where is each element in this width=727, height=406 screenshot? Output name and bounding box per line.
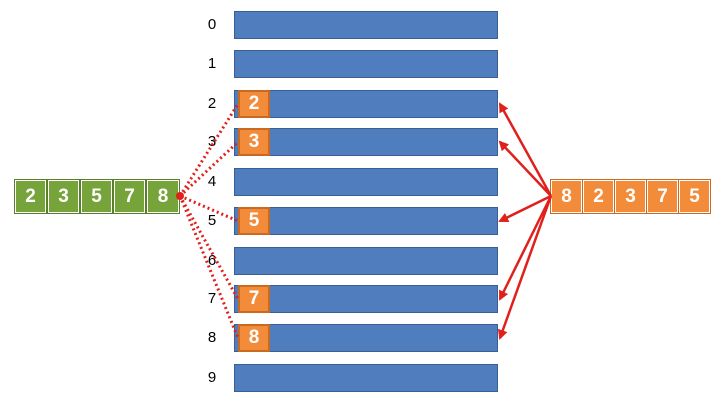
mapping-origin-dot [176, 192, 184, 200]
row-index-label: 2 [207, 95, 217, 112]
unsorted-array-cell: 7 [646, 179, 679, 214]
sorted-array-cell: 3 [47, 179, 80, 214]
table-row-bar [234, 207, 498, 235]
slot-key-3: 3 [238, 128, 270, 156]
sorted-array-cell: 7 [113, 179, 146, 214]
mapping-dotted-line [179, 194, 239, 223]
slot-key-8: 8 [238, 324, 270, 352]
slot-key-7: 7 [238, 285, 270, 313]
mapping-arrow [498, 194, 552, 223]
mapping-arrow [498, 102, 553, 197]
table-row-bar [234, 285, 498, 313]
mapping-dotted-line [178, 195, 240, 339]
row-index-label: 4 [207, 173, 217, 190]
mapping-arrow [498, 195, 553, 301]
table-row-bar [234, 128, 498, 156]
mapping-arrow [498, 140, 552, 197]
table-row-bar [234, 90, 498, 118]
mapping-arrow [497, 195, 553, 340]
mapping-dotted-line [178, 103, 240, 197]
table-row-bar [234, 11, 498, 39]
row-index-label: 0 [207, 16, 217, 33]
row-index-label: 7 [207, 290, 217, 307]
row-index-label: 6 [207, 252, 217, 269]
table-row-bar [234, 168, 498, 196]
table-row-bar [234, 247, 498, 275]
slot-key-2: 2 [238, 90, 270, 118]
mapping-dotted-line [178, 140, 240, 198]
unsorted-array-cell: 3 [614, 179, 647, 214]
row-index-label: 5 [207, 212, 217, 229]
row-index-label: 9 [207, 369, 217, 386]
table-row-bar [234, 364, 498, 392]
table-row-bar [234, 50, 498, 78]
unsorted-array-cell: 2 [582, 179, 615, 214]
sorted-array-cell: 2 [14, 179, 47, 214]
slot-key-5: 5 [238, 207, 270, 235]
mapping-dotted-line [178, 195, 240, 300]
table-row-bar [234, 324, 498, 352]
row-index-label: 3 [207, 133, 217, 150]
row-index-label: 8 [207, 329, 217, 346]
unsorted-array-cell: 5 [678, 179, 711, 214]
sorted-array-cell: 5 [80, 179, 113, 214]
row-index-label: 1 [207, 55, 217, 72]
